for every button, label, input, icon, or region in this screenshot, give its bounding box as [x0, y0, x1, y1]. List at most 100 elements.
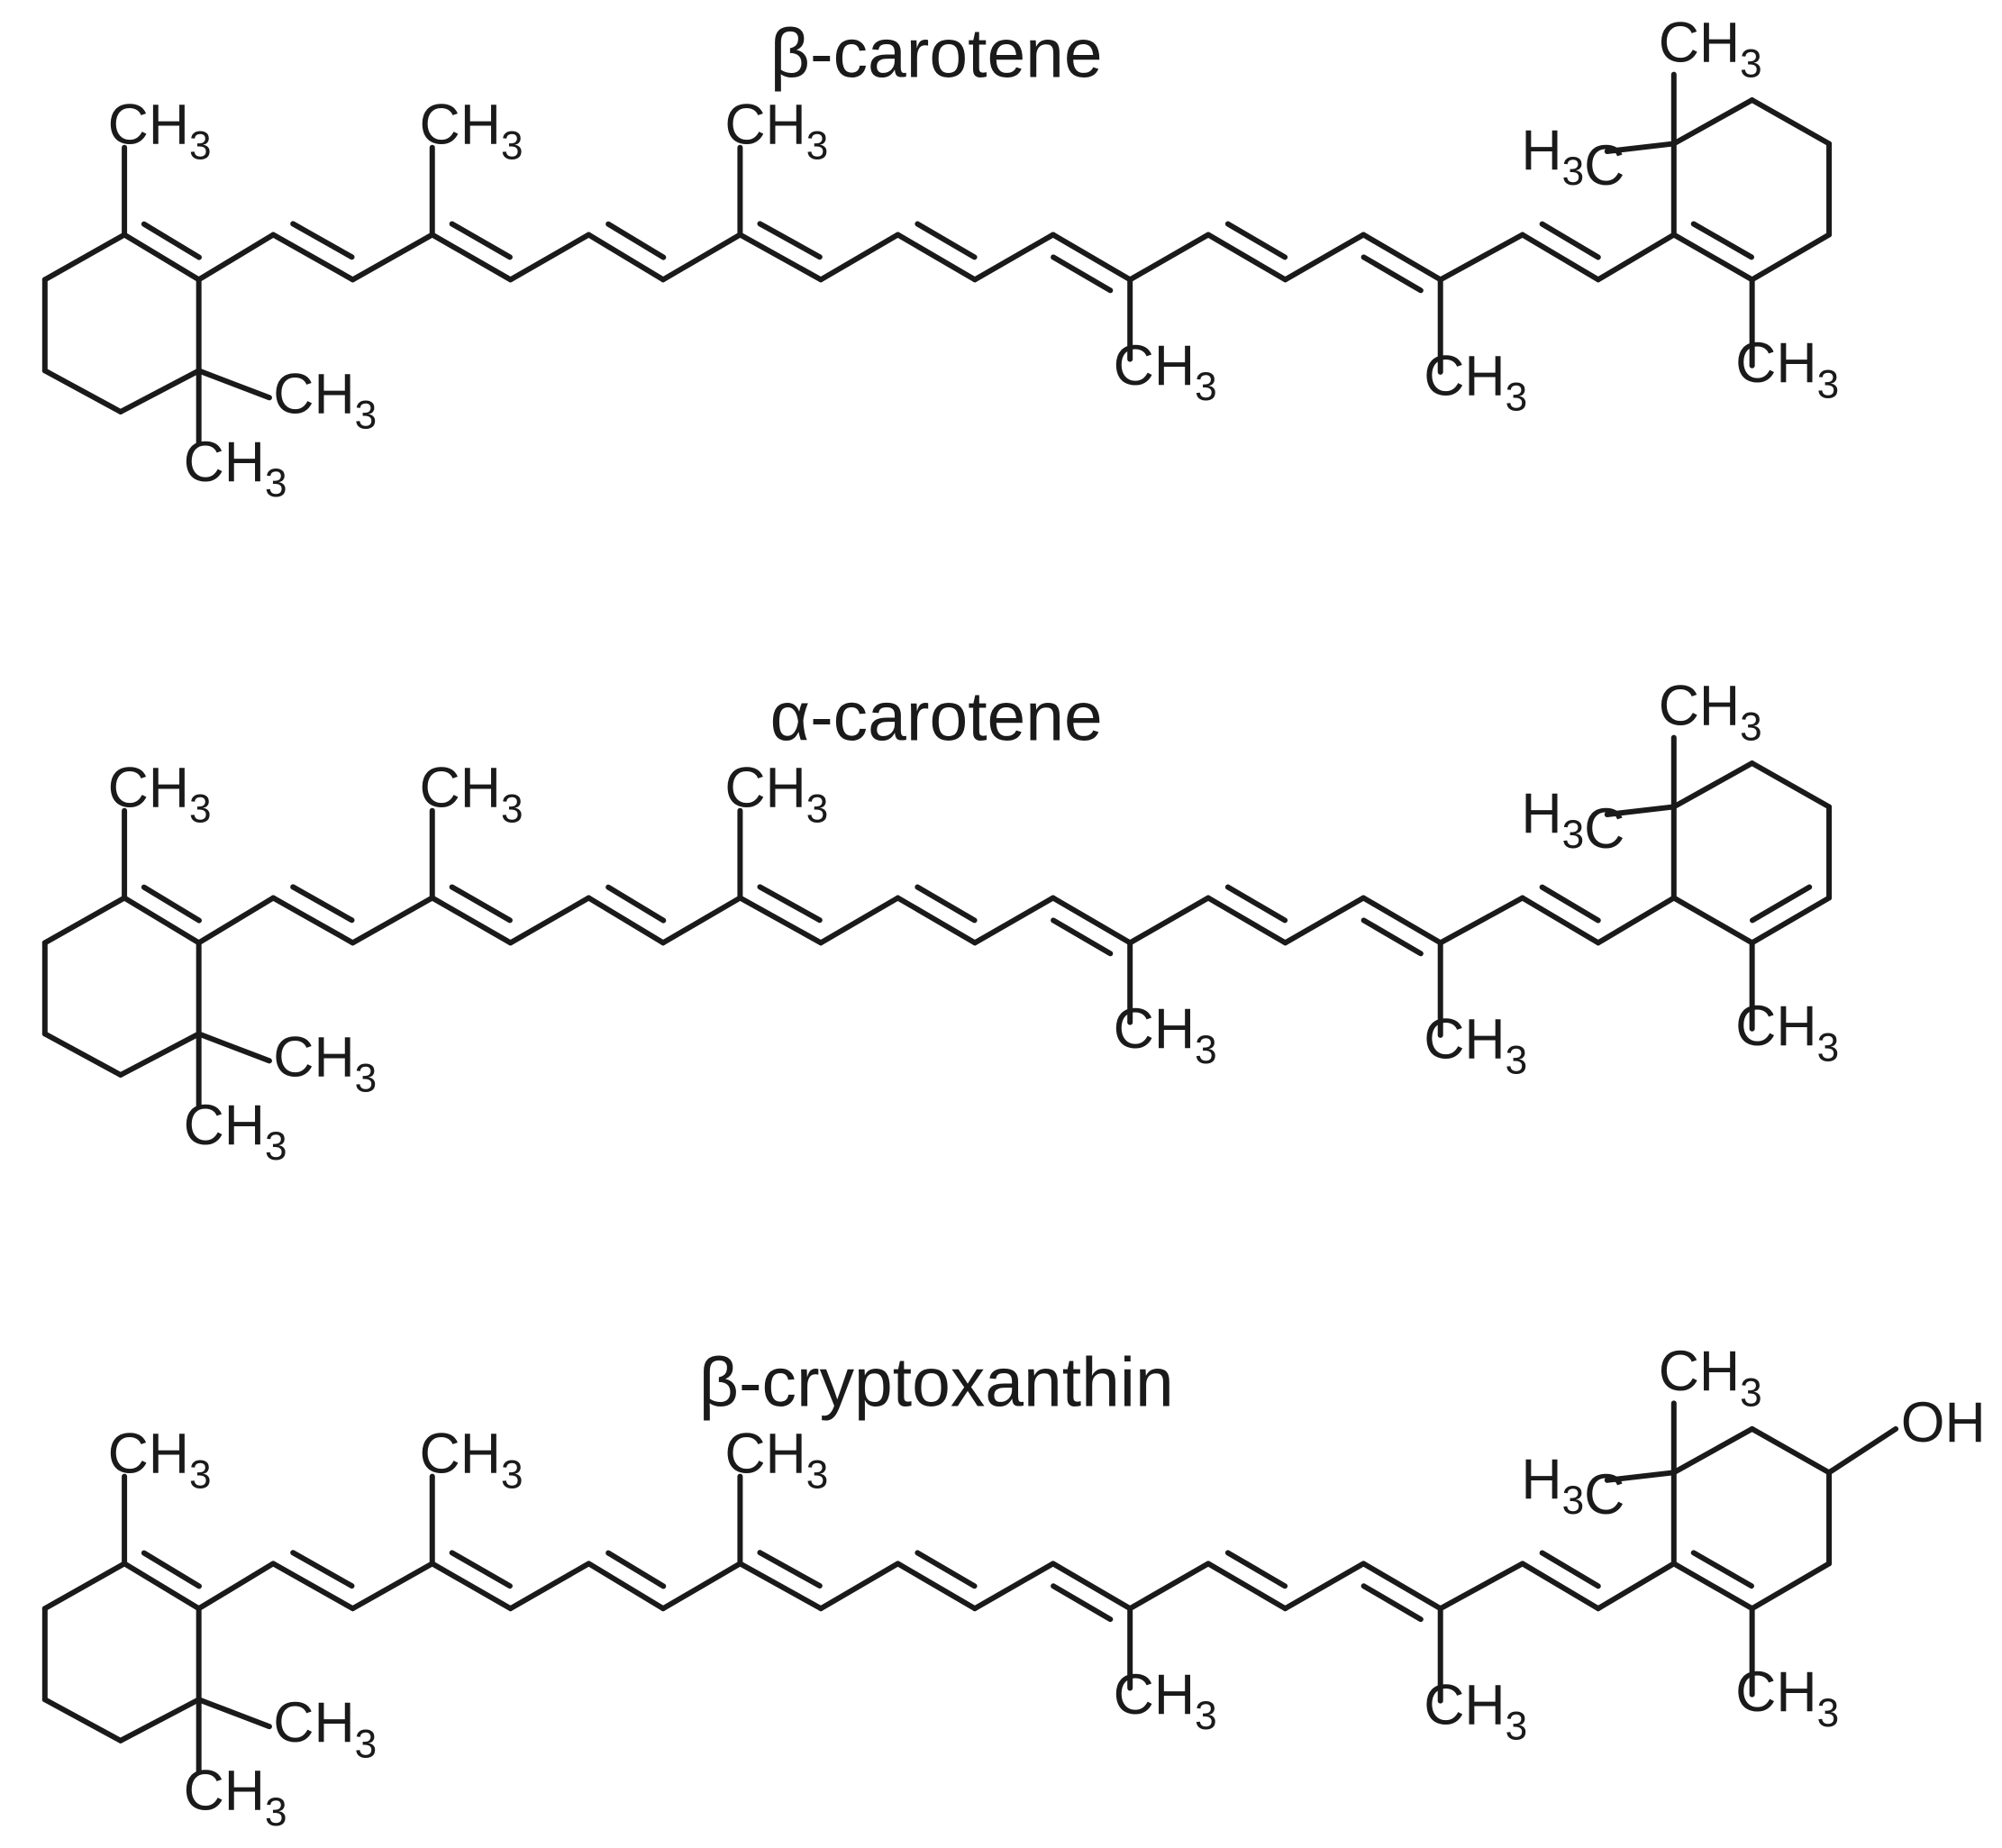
- right-ring-bond-6: [1670, 895, 1755, 946]
- chain-bond-1-inner-line: [290, 1550, 355, 1589]
- right-ring-gem-label-top: CH3: [1659, 674, 1762, 749]
- right-ring-gem-label-left: H3C: [1521, 119, 1624, 197]
- chain-bond-1: [270, 1561, 356, 1612]
- chain-bond-7: [737, 895, 824, 946]
- chain-bond-13: [1206, 895, 1288, 946]
- left-ring-bond-4: [41, 1697, 123, 1743]
- chain-bond-14: [1282, 232, 1367, 283]
- chain-bond-17-inner-line: [1539, 221, 1601, 260]
- left-ring-gem-label-b: CH3: [184, 1760, 287, 1834]
- right-ring-bond-2: [1670, 97, 1755, 147]
- chain-bond-10: [971, 232, 1056, 283]
- chain-bond-12: [1127, 895, 1212, 946]
- chain-bond-9: [895, 895, 978, 946]
- chain-bond-7-inner-line: [757, 221, 823, 260]
- chain-bond-0: [196, 1561, 277, 1612]
- chain-bond-17: [1519, 232, 1601, 283]
- right-ring-gem-label-top: CH3: [1659, 11, 1762, 86]
- chain-bond-0: [196, 232, 277, 283]
- chain-bond-5-inner-line: [605, 221, 667, 260]
- chain-bond-4: [507, 895, 592, 946]
- left-ring-bond-4: [41, 368, 123, 414]
- right-ring-methyl-label: CH3: [1735, 995, 1839, 1070]
- left-ring-gem-label-a: CH3: [273, 362, 377, 437]
- chain-bond-14: [1282, 1561, 1367, 1612]
- right-ring-bond-6-inner-line: [1690, 221, 1754, 260]
- right-ring-gem-label-top: CH3: [1659, 1340, 1762, 1415]
- chain-bond-12: [1127, 1561, 1212, 1612]
- chain-bond-15: [1360, 232, 1443, 283]
- left-ring-bond-3: [117, 1697, 202, 1743]
- left-ring-bond-1-inner-line: [141, 1550, 202, 1589]
- right-ring-hydroxyl-bond: [1826, 1425, 1899, 1476]
- right-ring-bond-2: [1670, 760, 1755, 810]
- chain-bond-15-inner-line: [1360, 254, 1424, 294]
- left-ring-bond-1: [122, 232, 202, 283]
- chain-bond-5: [586, 232, 666, 283]
- chain-bond-5: [586, 1561, 666, 1612]
- right-ring-gem-label-left: H3C: [1521, 782, 1624, 860]
- chain-methyl-label-1: CH3: [420, 93, 523, 168]
- chain-bond-3-inner-line: [449, 221, 513, 260]
- molecule-title: β-carotene: [770, 14, 1103, 92]
- right-ring-bond-2: [1670, 1425, 1755, 1476]
- chain-methyl-label-2: CH3: [724, 93, 828, 168]
- left-ring-bond-3: [117, 368, 202, 414]
- chain-bond-8: [818, 232, 901, 283]
- left-ring-gem-label-a: CH3: [273, 1691, 377, 1766]
- right-ring-bond-3: [1749, 1425, 1833, 1476]
- chain-bond-6: [660, 232, 743, 283]
- chain-bond-17: [1519, 895, 1601, 946]
- right-ring-bond-5: [1749, 232, 1833, 283]
- chain-bond-7: [737, 232, 824, 283]
- chain-bond-1: [270, 895, 356, 946]
- left-ring-bond-6: [41, 895, 128, 946]
- chain-bond-end: [1595, 232, 1677, 283]
- chain-methyl-label-3: CH3: [1114, 1663, 1217, 1738]
- chain-bond-10: [971, 1561, 1056, 1612]
- chain-bond-16: [1437, 1561, 1525, 1612]
- molecule-title: α-carotene: [770, 678, 1103, 755]
- chain-bond-16: [1437, 232, 1525, 283]
- chain-bond-3-inner-line: [449, 884, 513, 924]
- chain-bond-13: [1206, 1561, 1288, 1612]
- left-ring-methyl-label: CH3: [108, 93, 212, 168]
- chain-bond-3: [429, 232, 514, 283]
- chain-bond-end: [1595, 895, 1677, 946]
- right-ring-bond-6: [1670, 232, 1755, 283]
- chain-bond-1-inner-line: [290, 884, 355, 924]
- left-ring-bond-6: [41, 1561, 128, 1612]
- left-ring-bond-1-inner-line: [141, 221, 202, 260]
- chain-bond-2: [350, 1561, 435, 1612]
- chain-bond-end: [1595, 1561, 1677, 1612]
- left-ring-gem-bond-a: [196, 1697, 272, 1730]
- chain-bond-17: [1519, 1561, 1601, 1612]
- molecule-title: β-cryptoxanthin: [699, 1343, 1174, 1421]
- right-ring-methyl-label: CH3: [1735, 332, 1839, 406]
- right-ring-gem-bond-left: [1604, 804, 1677, 817]
- right-ring-bond-3: [1749, 97, 1833, 147]
- right-ring-bond-3: [1749, 760, 1833, 810]
- chain-bond-11: [1050, 1561, 1133, 1612]
- right-ring-gem-bond-left: [1604, 141, 1677, 154]
- chain-bond-5-inner-line: [605, 1550, 667, 1589]
- right-ring-gem-bond-left: [1604, 1470, 1677, 1483]
- chain-bond-17-inner-line: [1539, 1550, 1601, 1589]
- chain-bond-3: [429, 1561, 514, 1612]
- chain-bond-0: [196, 895, 277, 946]
- left-ring-methyl-label: CH3: [108, 756, 212, 831]
- chain-bond-4: [507, 1561, 592, 1612]
- left-ring-bond-1-inner-line: [141, 884, 202, 924]
- chain-bond-9: [895, 232, 978, 283]
- chain-bond-15-inner-line: [1360, 917, 1424, 957]
- chain-methyl-label-4: CH3: [1424, 1673, 1527, 1748]
- chain-bond-11: [1050, 232, 1133, 283]
- left-ring-gem-label-a: CH3: [273, 1025, 377, 1100]
- right-ring-bond-5: [1749, 1561, 1833, 1612]
- right-ring-bond-5: [1749, 895, 1833, 946]
- chain-bond-11: [1050, 895, 1133, 946]
- chain-bond-15-inner-line: [1360, 1583, 1424, 1623]
- chain-bond-4: [507, 232, 592, 283]
